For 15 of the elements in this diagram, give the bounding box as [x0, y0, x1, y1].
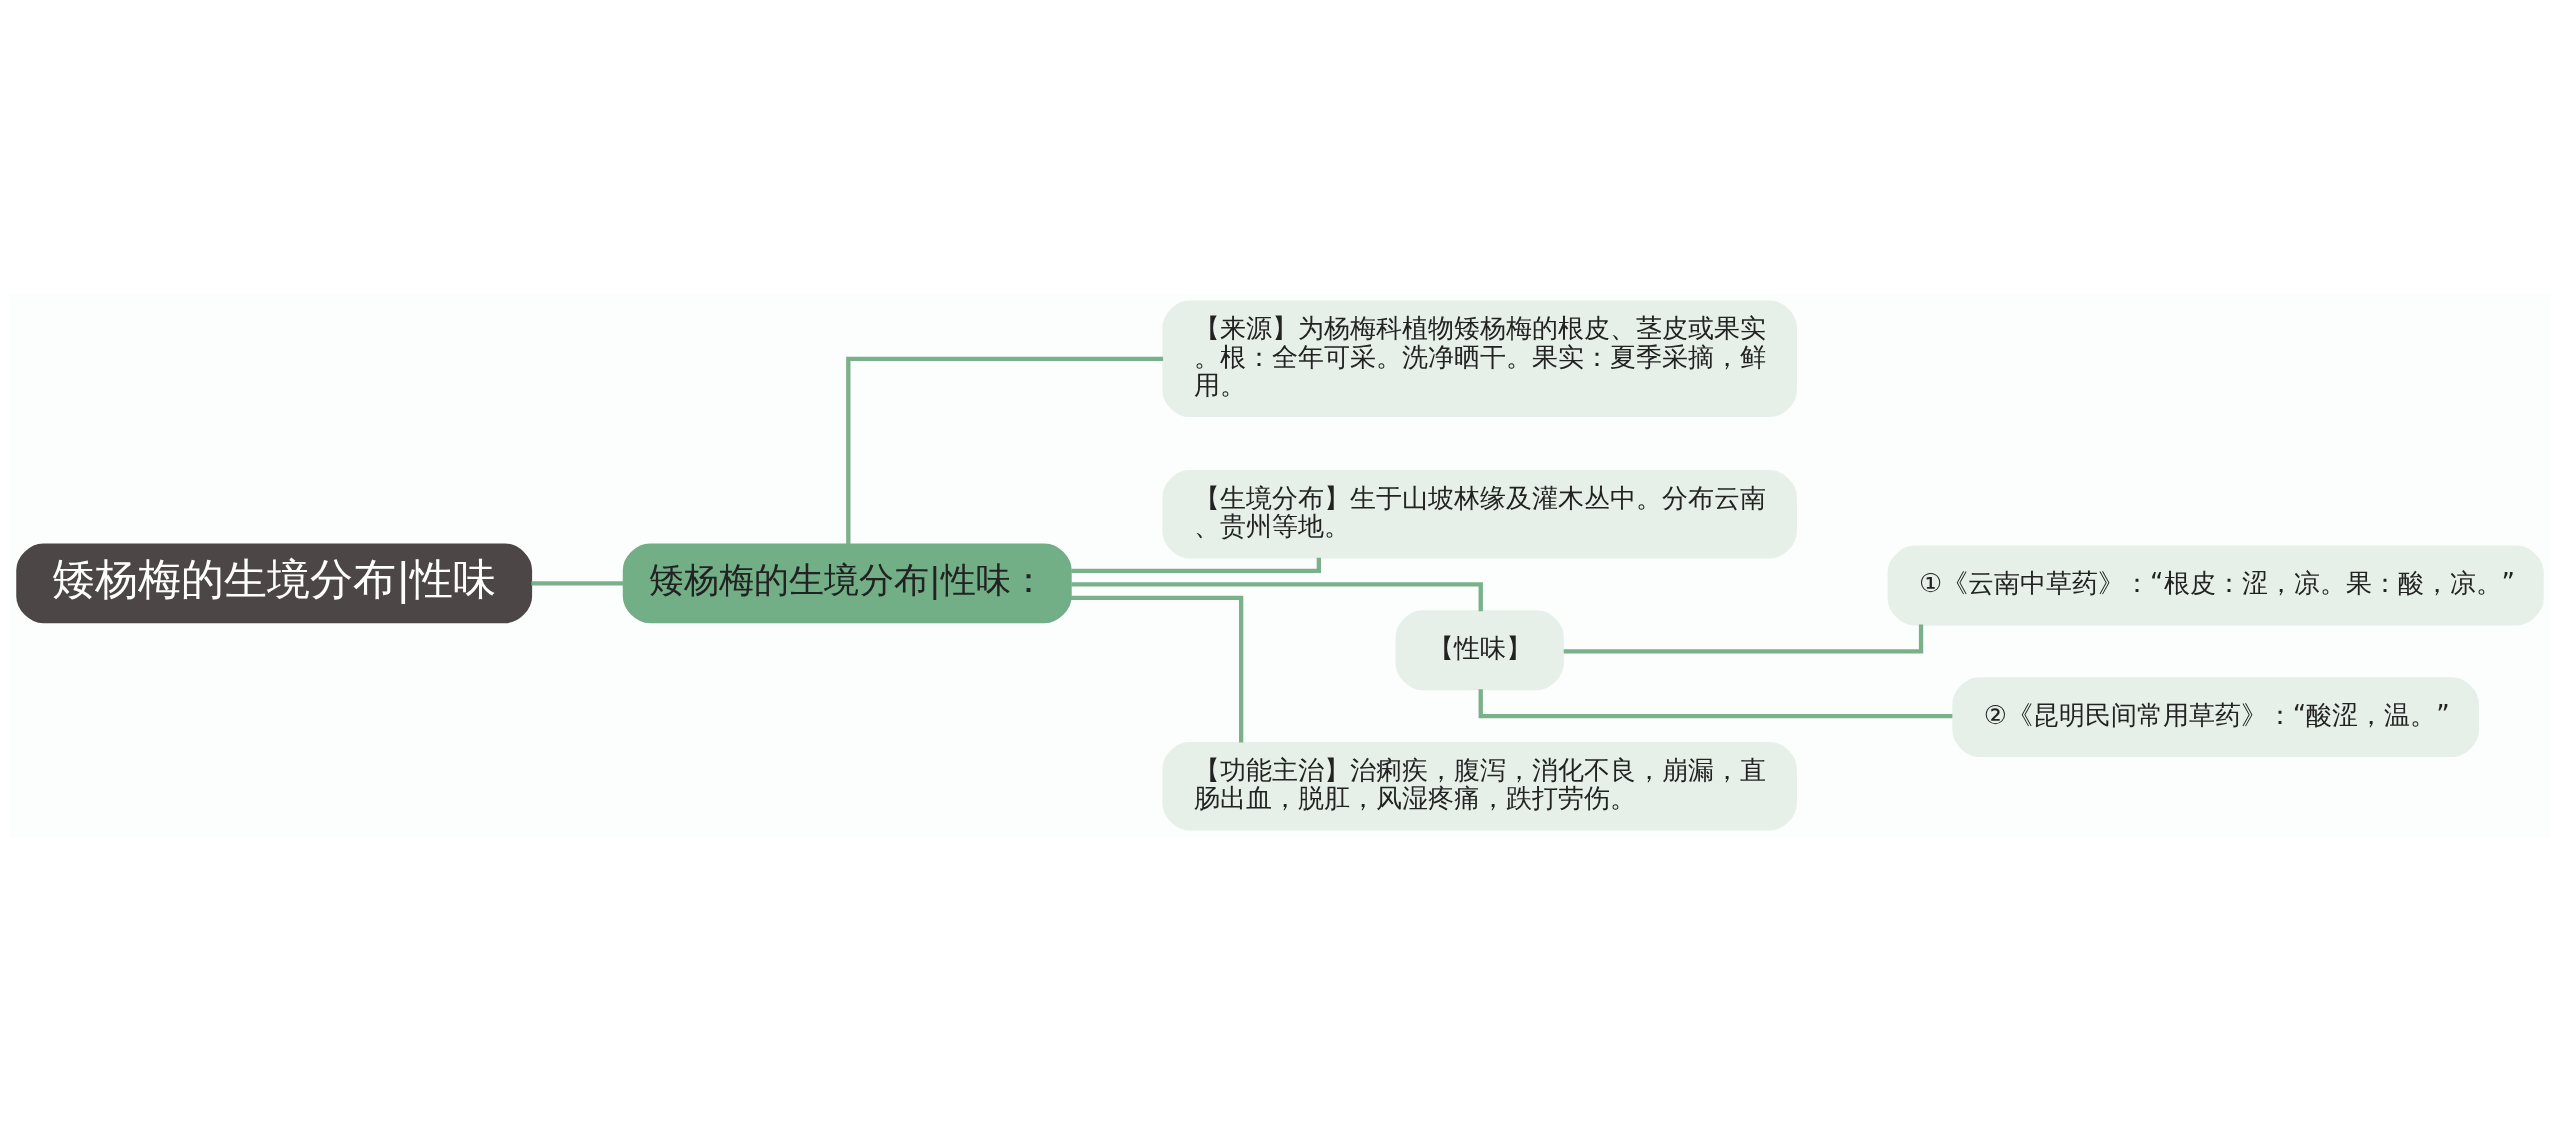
connector	[1070, 595, 1244, 743]
connector	[1071, 557, 1321, 574]
node-box: ②《昆明民间常用草药》：“酸涩，温。”	[1952, 677, 2479, 758]
node-box: 【生境分布】生于山坡林缘及灌木丛中。分布云南、贵州等地。	[1162, 470, 1797, 559]
node-box: 【功能主治】治痢疾，腹泻，消化不良，崩漏，直肠出血，脱肛，风湿疼痛，跌打劳伤。	[1162, 741, 1797, 831]
node-box: 矮杨梅的生境分布|性味	[16, 543, 533, 624]
connector	[531, 581, 624, 586]
connector	[1071, 582, 1483, 612]
connector	[1478, 689, 1953, 719]
node-box: 矮杨梅的生境分布|性味：	[622, 543, 1072, 624]
node-box: 【性味】	[1395, 610, 1564, 691]
node-box: 【来源】为杨梅科植物矮杨梅的根皮、茎皮或果实。根：全年可采。洗净晒干。果实：夏季采摘，鲜用。	[1162, 300, 1797, 418]
connector	[1563, 624, 1924, 654]
connector	[846, 356, 1164, 545]
node-box: ①《云南中草药》：“根皮：涩，凉。果：酸，凉。”	[1887, 545, 2544, 626]
